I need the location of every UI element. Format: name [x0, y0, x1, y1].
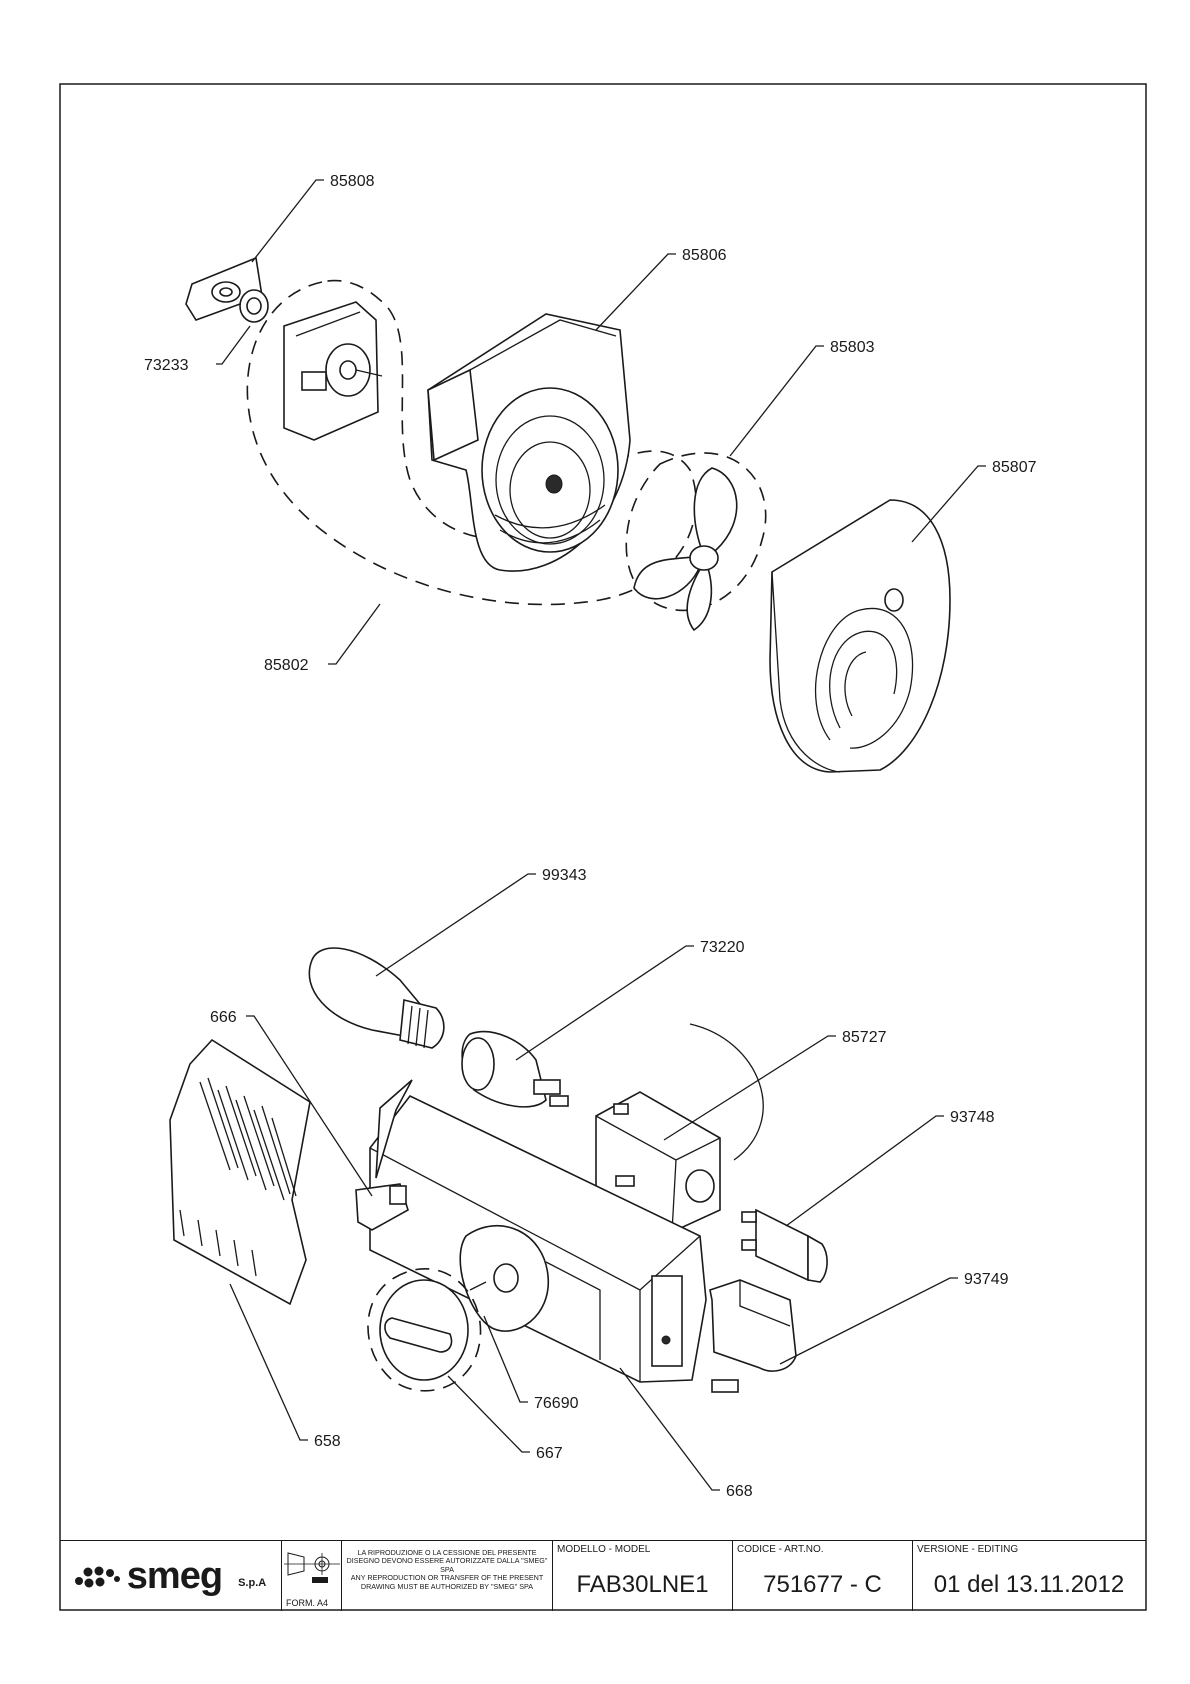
leader-76690 — [483, 1315, 528, 1403]
leader-93748 — [785, 1115, 944, 1227]
callout-73220: 73220 — [700, 939, 745, 956]
part-658-grille — [169, 1038, 311, 1306]
leader-85727 — [663, 1035, 836, 1141]
leader-lines — [216, 179, 986, 1491]
assembly-85802-outline — [246, 279, 697, 606]
leader-85806 — [595, 253, 676, 331]
part-85808-bracket — [185, 256, 263, 321]
callout-666: 666 — [210, 1009, 237, 1026]
projection-symbol-cell: FORM. A4 — [282, 1541, 342, 1611]
callout-658: 658 — [314, 1433, 341, 1450]
version-caption: VERSIONE - EDITING — [917, 1544, 1019, 1555]
callout-85803: 85803 — [830, 339, 875, 356]
leader-85808 — [251, 179, 324, 263]
model-caption: MODELLO - MODEL — [557, 1544, 651, 1555]
part-85727-thermostat — [595, 1023, 764, 1233]
callout-85802: 85802 — [264, 657, 309, 674]
brand-logo: smeg S.p.A — [60, 1541, 282, 1611]
drawing-frame — [59, 83, 1147, 1611]
part-93749-cap — [709, 1279, 797, 1393]
part-73233-grommet — [239, 289, 269, 323]
projection-symbol-icon — [284, 1552, 340, 1583]
leader-658 — [229, 1283, 308, 1441]
code-caption: CODICE - ART.NO. — [737, 1544, 824, 1555]
title-block: smeg S.p.A FORM. A4 LA RIPRODUZIONE O LA… — [60, 1540, 1146, 1611]
callout-labels: 85808 85806 73233 85803 85807 85802 9934… — [144, 173, 1037, 1500]
leader-85803 — [729, 345, 824, 457]
leader-93749 — [779, 1277, 958, 1365]
leader-668 — [619, 1367, 720, 1491]
leader-73233 — [216, 325, 251, 365]
logo-dots-icon — [74, 1563, 121, 1589]
leader-99343 — [375, 873, 536, 977]
callout-668: 668 — [726, 1483, 753, 1500]
code-field: CODICE - ART.NO. 751677 - C — [733, 1541, 913, 1611]
part-85807-cover — [769, 499, 951, 773]
callout-76690: 76690 — [534, 1395, 579, 1412]
part-667-knob — [367, 1267, 482, 1392]
part-85806-housing — [427, 313, 631, 572]
part-666-clip — [355, 1183, 409, 1231]
notice-italian: LA RIPRODUZIONE O LA CESSIONE DEL PRESEN… — [346, 1548, 548, 1574]
form-size: FORM. A4 — [286, 1598, 329, 1608]
notice-english: ANY REPRODUCTION OR TRANSFER OF THE PRES… — [350, 1573, 544, 1591]
leader-73220 — [515, 945, 694, 1061]
callout-85727: 85727 — [842, 1029, 887, 1046]
version-value: 01 del 13.11.2012 — [933, 1571, 1125, 1598]
part-93748-switch — [741, 1208, 828, 1283]
callout-85806: 85806 — [682, 247, 727, 264]
part-73220-lampholder — [461, 1030, 569, 1108]
leader-85802 — [328, 603, 381, 665]
copyright-notice: LA RIPRODUZIONE O LA CESSIONE DEL PRESEN… — [342, 1541, 553, 1611]
part-668-housing — [369, 1079, 707, 1383]
callout-85808: 85808 — [330, 173, 375, 190]
part-76690-dial-plate — [459, 1225, 549, 1332]
code-value: 751677 - C — [763, 1571, 882, 1598]
logo-wordmark: smeg — [126, 1554, 223, 1597]
callout-85807: 85807 — [992, 459, 1037, 476]
logo-suffix: S.p.A — [238, 1577, 267, 1589]
part-85802-motor — [283, 301, 383, 441]
part-85803-fan-blade — [625, 452, 767, 632]
leader-667 — [447, 1375, 530, 1453]
callout-99343: 99343 — [542, 867, 587, 884]
leader-666 — [246, 1015, 373, 1197]
model-field: MODELLO - MODEL FAB30LNE1 — [553, 1541, 733, 1611]
callout-73233: 73233 — [144, 357, 189, 374]
callout-93748: 93748 — [950, 1109, 995, 1126]
version-field: VERSIONE - EDITING 01 del 13.11.2012 — [913, 1541, 1145, 1611]
callout-93749: 93749 — [964, 1271, 1009, 1288]
leader-85807 — [911, 465, 986, 543]
model-value: FAB30LNE1 — [576, 1571, 709, 1598]
part-99343-bulb — [308, 947, 445, 1049]
callout-667: 667 — [536, 1445, 563, 1462]
